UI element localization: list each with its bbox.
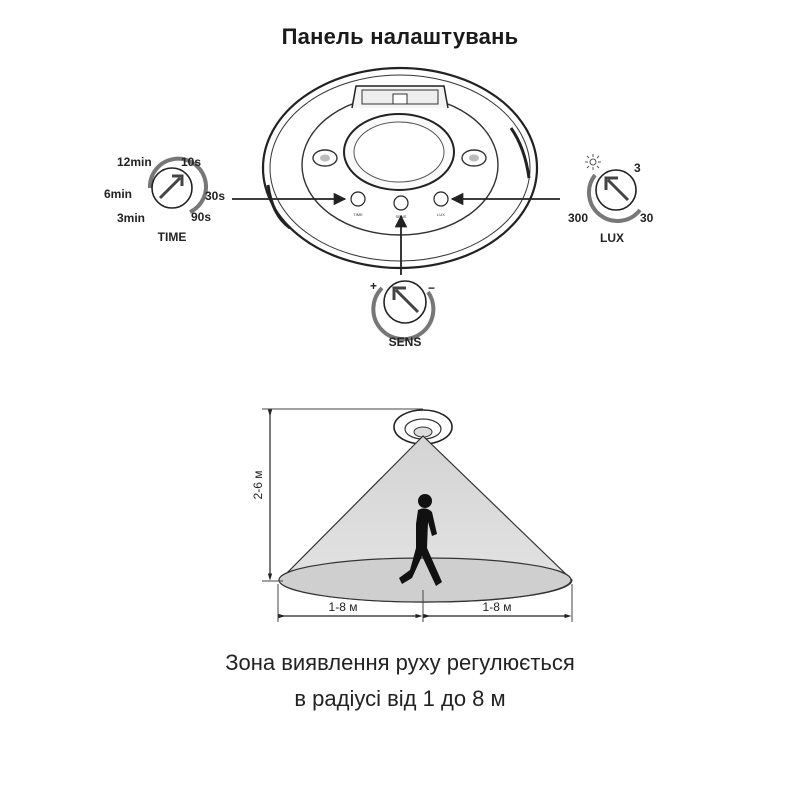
sens-label-plus: + [370, 279, 377, 293]
time-label-10s: 10s [181, 155, 201, 169]
sun-icon [585, 154, 601, 170]
sens-label-minus: − [428, 281, 435, 295]
sens-dial-name: SENS [389, 335, 422, 349]
radius-right-label: 1-8 м [483, 600, 512, 614]
time-dial-name: TIME [158, 230, 187, 244]
motion-sensor-icon [393, 409, 453, 445]
lux-dial: 3 300 30 LUX [568, 154, 654, 245]
motion-sensor-device: TIME SENS LUX [261, 66, 539, 270]
lux-label-30: 30 [640, 211, 654, 225]
sens-dial: + − SENS [370, 279, 436, 349]
lux-dial-name: LUX [600, 231, 624, 245]
radius-left-label: 1-8 м [329, 600, 358, 614]
time-label-90s: 90s [191, 210, 211, 224]
lux-label-300: 300 [568, 211, 588, 225]
height-dimension-label: 2-6 м [251, 471, 265, 500]
detection-zone-diagram: 2-6 м 1-8 м 1-8 м [251, 408, 573, 622]
lux-label-3: 3 [634, 161, 641, 175]
person-icon [399, 494, 442, 586]
caption-line-1: Зона виявлення руху регулюється [225, 650, 575, 675]
time-label-12min: 12min [117, 155, 152, 169]
caption-line-2: в радіусі від 1 до 8 м [294, 686, 506, 711]
time-label-3min: 3min [117, 211, 145, 225]
panel-title: Панель налаштувань [281, 24, 519, 49]
time-dial: 12min 10s 6min 30s 3min 90s TIME [104, 155, 225, 244]
device-knob-label-time: TIME [353, 212, 363, 217]
device-knob-label-lux: LUX [437, 212, 445, 217]
time-label-6min: 6min [104, 187, 132, 201]
time-label-30s: 30s [205, 189, 225, 203]
